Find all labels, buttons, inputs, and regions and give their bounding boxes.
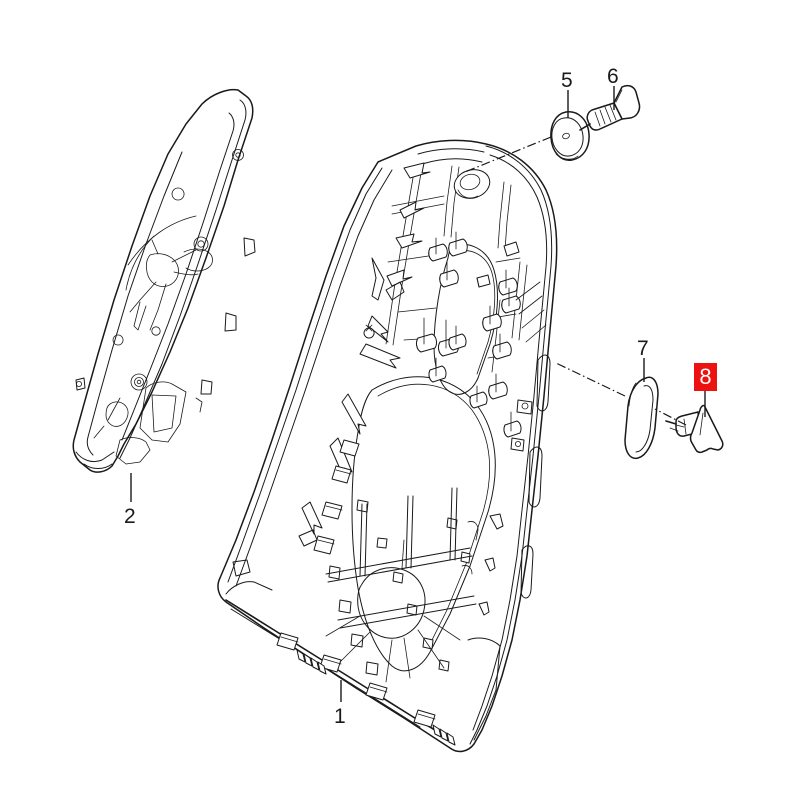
assembly-leader-lines [464, 136, 687, 426]
part-8-wedge-retaining-clip [665, 404, 724, 454]
part-6-flat-head-screw [579, 84, 641, 131]
part-2-side-trim-panel [72, 88, 256, 473]
part-7-oval-trim-plug [624, 376, 659, 460]
part-1-backrest-frame-panel [217, 139, 558, 753]
part-5-pivot-cover-cap [550, 111, 590, 161]
leader-part8-to-part7 [654, 408, 687, 426]
clip-spikes [298, 162, 431, 547]
callout-leader-stems [130, 86, 706, 702]
panel-clips [328, 499, 471, 676]
callout-label-7: 7 [637, 337, 649, 360]
stud-bosses [416, 238, 522, 438]
serrated-strips [296, 649, 456, 746]
edge-hook-tabs [276, 439, 436, 728]
callout-label-1: 1 [334, 705, 346, 728]
callout-label-5: 5 [561, 69, 573, 92]
callout-label-8-highlighted: 8 [694, 363, 717, 391]
callout-label-2: 2 [124, 505, 136, 528]
leader-part7-to-frame [555, 362, 626, 397]
leader-part5-to-frame [464, 136, 552, 173]
callout-label-6: 6 [607, 65, 619, 88]
